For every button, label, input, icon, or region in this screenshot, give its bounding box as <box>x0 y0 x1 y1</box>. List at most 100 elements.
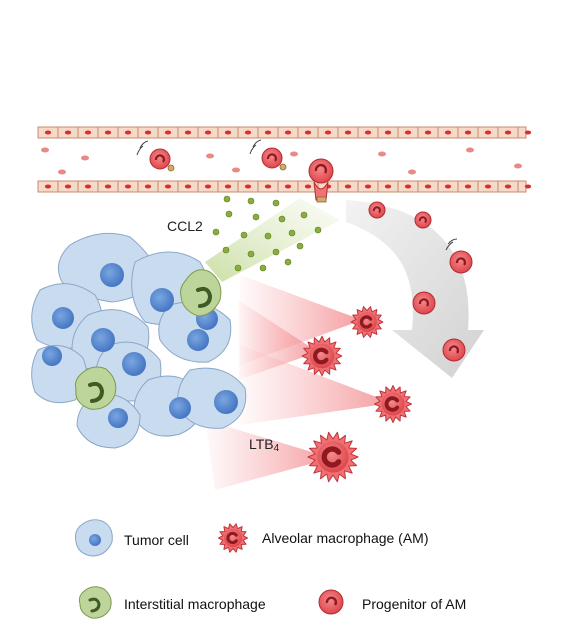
wall-cell-nucleus <box>284 130 292 135</box>
wall-cell-nucleus <box>104 130 112 135</box>
wall-cell-nucleus <box>344 184 352 189</box>
rbc <box>206 153 214 159</box>
progenitor-cell <box>136 140 175 172</box>
ltb4-beam <box>205 420 332 490</box>
rbc <box>378 151 386 157</box>
wall-cell-nucleus <box>244 130 252 135</box>
wall-cell-nucleus <box>264 184 272 189</box>
wall-cell-nucleus <box>224 184 232 189</box>
wall-cell-nucleus <box>304 184 312 189</box>
ccl2-dot <box>222 246 230 254</box>
ccl2-gradient-beam <box>205 198 340 282</box>
ltb4-gradient-beams <box>205 275 392 490</box>
progenitor-cell <box>412 291 436 315</box>
ccl2-dot <box>240 231 248 239</box>
wall-cell-nucleus <box>124 130 132 135</box>
legend-alveolar-macrophage-label: Alveolar macrophage (AM) <box>262 530 429 546</box>
ccl2-dot <box>247 197 255 205</box>
legend-tumor-cell-label: Tumor cell <box>124 532 189 548</box>
wall-cell-nucleus <box>44 130 52 135</box>
tumor-nucleus <box>91 328 115 352</box>
tumor-nucleus <box>122 352 146 376</box>
wall-cell-nucleus <box>104 184 112 189</box>
rbc <box>514 163 522 169</box>
wall-cell-nucleus <box>344 130 352 135</box>
wall-cell-nucleus <box>144 130 152 135</box>
tumor-mass <box>31 232 247 449</box>
tumor-nucleus <box>52 307 74 329</box>
legend-progenitor-label: Progenitor of AM <box>362 596 467 612</box>
legend-interstitial-macrophage-icon <box>78 586 112 619</box>
macrophage-nucleus <box>359 315 373 329</box>
wall-cell-nucleus <box>164 184 172 189</box>
progenitor-cell <box>414 211 432 229</box>
wall-cell-nucleus <box>324 130 332 135</box>
rbc <box>58 169 66 175</box>
ccl2-dot <box>247 250 255 258</box>
progenitor-cell <box>445 238 473 274</box>
alveolar-macrophage <box>301 335 343 377</box>
macrophage-nucleus <box>226 531 238 545</box>
ccl2-dot <box>272 248 280 256</box>
wall-cell-nucleus <box>184 184 192 189</box>
wall-cell-nucleus <box>424 184 432 189</box>
rbc <box>290 151 298 157</box>
legend-icons <box>75 519 344 619</box>
wall-cell-nucleus <box>424 130 432 135</box>
tumor-nucleus <box>100 263 124 287</box>
rbc <box>232 167 240 173</box>
wall-cell-nucleus <box>144 184 152 189</box>
wall-cell-nucleus <box>184 130 192 135</box>
circulating-rbcs <box>41 147 522 175</box>
rbc <box>41 147 49 153</box>
extravasating-progenitor <box>308 158 334 203</box>
blood-vessel <box>37 126 532 193</box>
wall-cell-nucleus <box>504 184 512 189</box>
wall-cell-nucleus <box>384 130 392 135</box>
wall-cell-nucleus <box>304 130 312 135</box>
tumor-nucleus <box>42 346 62 366</box>
tumor-nucleus <box>108 408 128 428</box>
alveolar-macrophage <box>218 523 248 553</box>
migration-arrow <box>346 200 484 378</box>
wall-cell-nucleus <box>124 184 132 189</box>
wall-cell-nucleus <box>204 130 212 135</box>
wall-cell-nucleus <box>484 130 492 135</box>
wall-cell-nucleus <box>264 130 272 135</box>
wall-cell-nucleus <box>364 184 372 189</box>
wall-cell-nucleus <box>164 130 172 135</box>
wall-cell-nucleus <box>284 184 292 189</box>
tumor-nucleus <box>150 288 174 312</box>
alveolar-macrophage <box>374 385 412 423</box>
macrophage-nucleus <box>321 446 342 468</box>
legend-tumor-cell-icon <box>75 519 113 557</box>
wall-cell-nucleus <box>524 130 532 135</box>
alveolar-macrophages <box>301 306 412 483</box>
interstitial-macrophage <box>75 366 117 410</box>
ccl2-dot <box>252 213 260 221</box>
wall-cell-nucleus <box>404 130 412 135</box>
ccl2-dot <box>212 228 220 236</box>
wall-cell-nucleus <box>84 184 92 189</box>
ccl2-molecules <box>212 195 322 272</box>
ltb4-label: LTB4 <box>249 436 279 454</box>
ccl2-dot <box>296 242 304 250</box>
macrophage-nucleus <box>384 396 400 412</box>
wall-cell-nucleus <box>464 184 472 189</box>
macrophage-nucleus <box>312 347 329 365</box>
wall-cell-nucleus <box>444 184 452 189</box>
legend-progenitor-icon <box>318 589 344 615</box>
wall-cell-nucleus <box>524 184 532 189</box>
alveolar-macrophage <box>350 306 384 338</box>
ltb4-label-subscript: 4 <box>273 443 280 454</box>
ccl2-dot <box>259 264 267 272</box>
migrating-progenitors <box>368 201 473 362</box>
tumor-nucleus <box>169 397 191 419</box>
ccl2-dot <box>314 226 322 234</box>
vessel-endothelial-cells <box>37 127 532 192</box>
wall-cell-nucleus <box>404 184 412 189</box>
interstitial-macrophage <box>180 269 222 317</box>
wall-cell-nucleus <box>244 184 252 189</box>
ccl2-label: CCL2 <box>167 218 203 234</box>
legend-alveolar-macrophage-icon <box>218 523 248 553</box>
